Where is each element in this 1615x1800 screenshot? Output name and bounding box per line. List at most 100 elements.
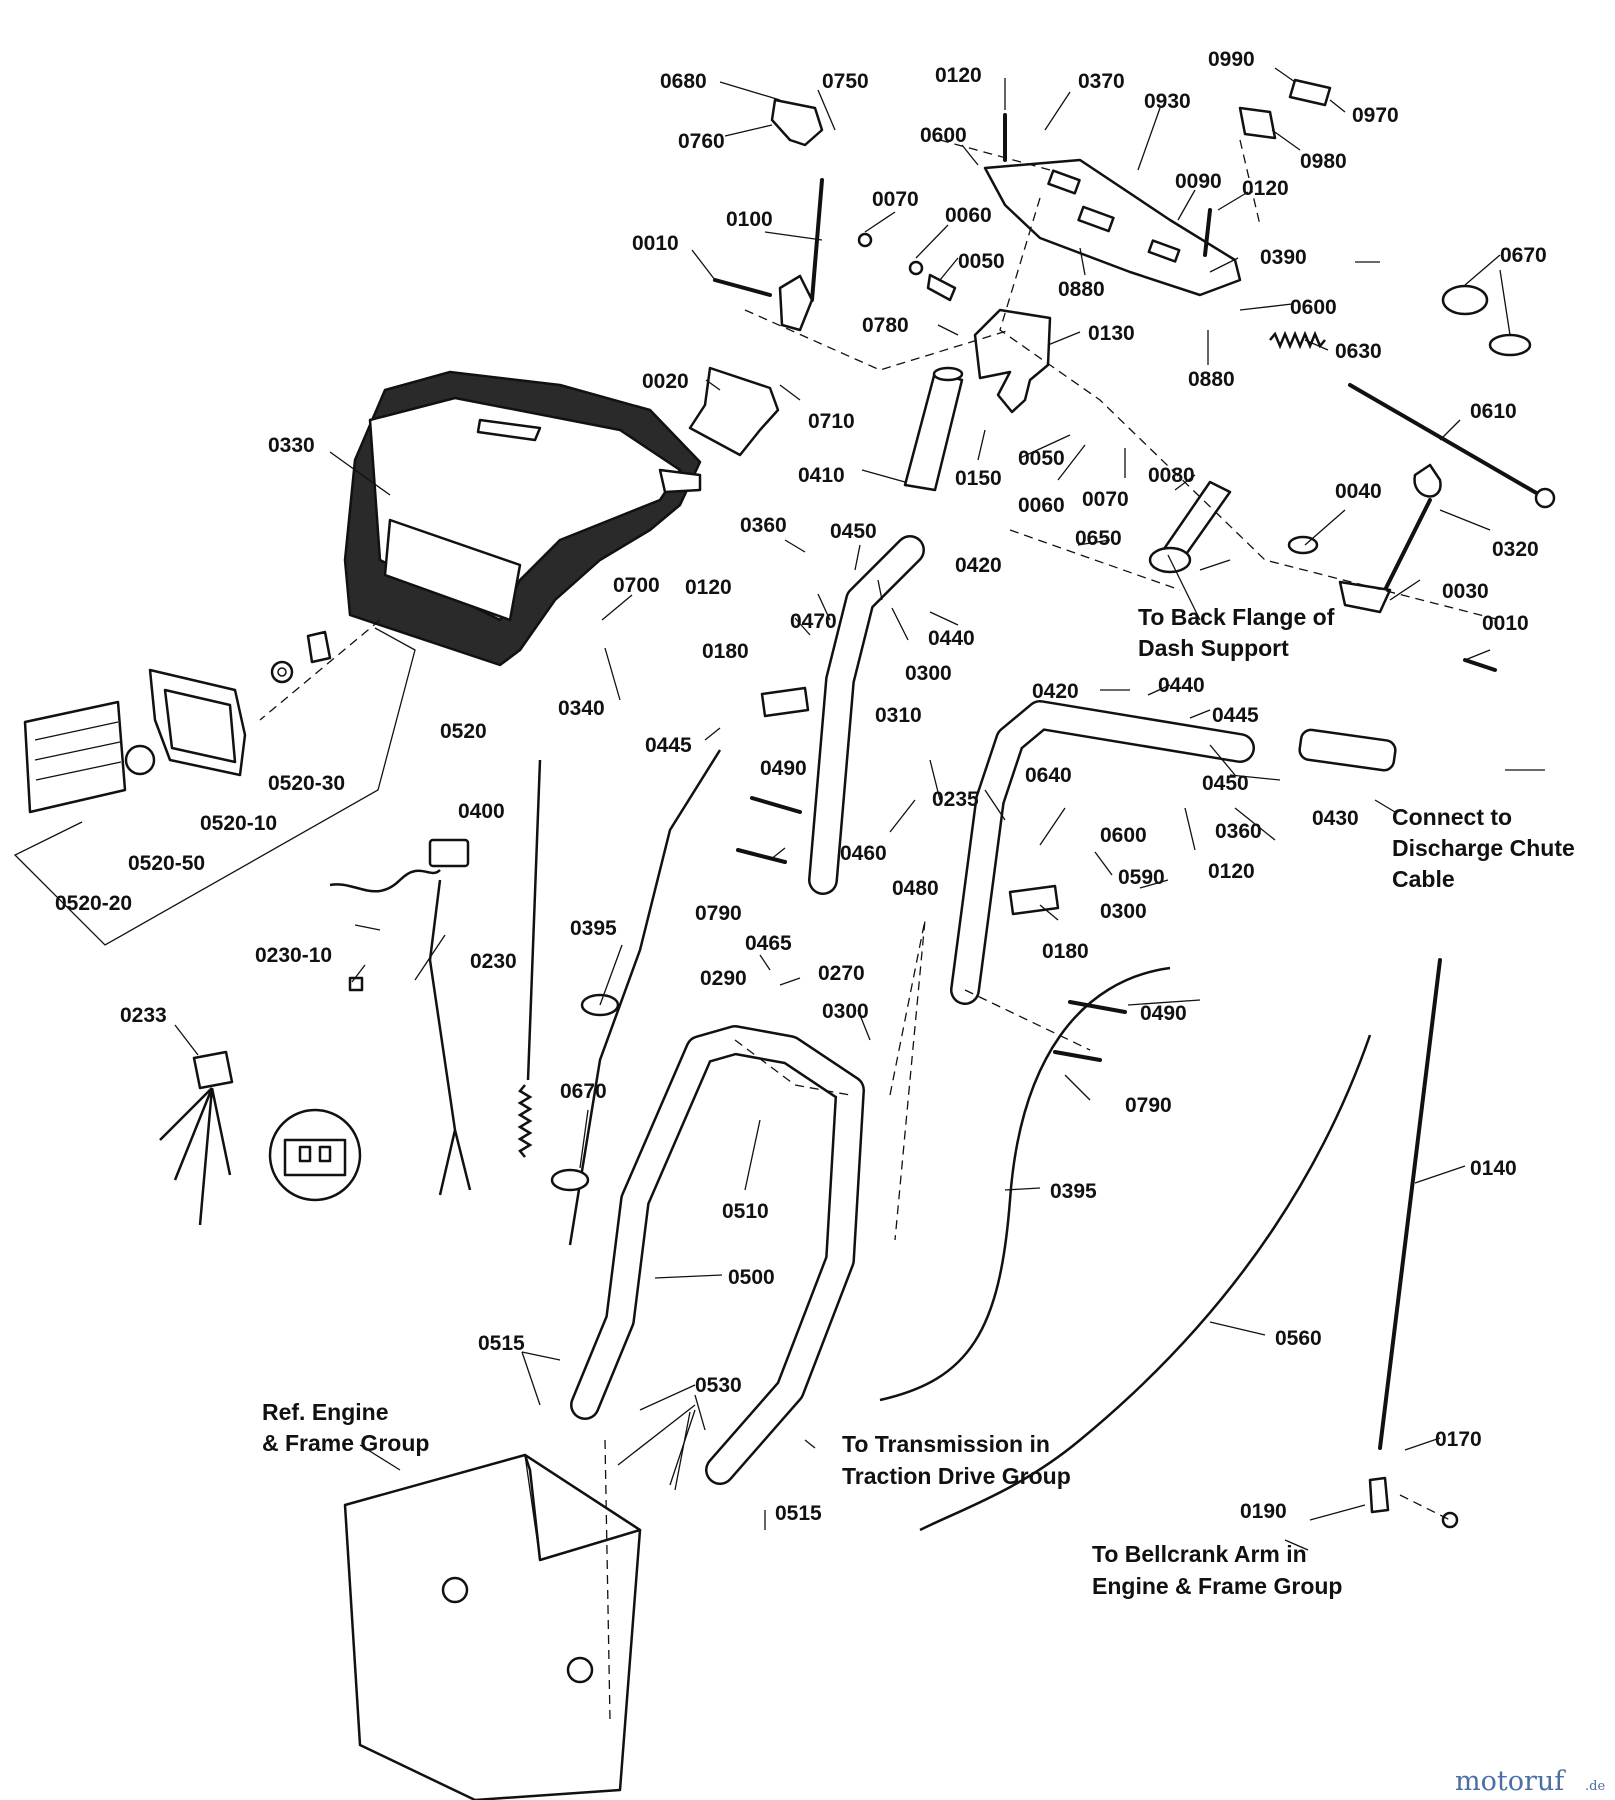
part-label-0390: 0390 xyxy=(1260,246,1307,269)
assembly-line-c xyxy=(939,139,1051,171)
part-label-0640: 0640 xyxy=(1025,764,1072,787)
part-label-0060: 0060 xyxy=(945,204,992,227)
part-label-0520: 0520 xyxy=(440,720,487,743)
part-label-0590: 0590 xyxy=(1118,866,1165,889)
part-label-0360: 0360 xyxy=(740,514,787,537)
part-label-0395: 0395 xyxy=(570,917,617,940)
part-label-0340: 0340 xyxy=(558,697,605,720)
part-label-0070: 0070 xyxy=(1082,488,1129,511)
part-label-0060: 0060 xyxy=(1018,494,1065,517)
part-label-0880: 0880 xyxy=(1058,278,1105,301)
part-label-0420: 0420 xyxy=(955,554,1002,577)
note-ref-engine-line2: & Frame Group xyxy=(262,1430,429,1456)
assembly-line-j xyxy=(1399,1494,1451,1521)
fuse-inset-shape xyxy=(268,1108,362,1202)
cable-0560-shape xyxy=(919,1034,1372,1532)
part-label-0120: 0120 xyxy=(935,64,982,87)
note-ref-engine-line1: Ref. Engine xyxy=(262,1399,389,1425)
part-labels: 0680 0750 0760 0120 0370 0990 0970 0930 … xyxy=(55,48,1547,1525)
part-label-0430: 0430 xyxy=(1312,807,1359,830)
part-label-0490: 0490 xyxy=(760,757,807,780)
assembly-line-a xyxy=(744,309,1011,371)
part-label-0235: 0235 xyxy=(932,788,979,811)
part-label-0465: 0465 xyxy=(745,932,792,955)
part-label-0230: 0230 xyxy=(470,950,517,973)
headlight-shape xyxy=(23,630,332,814)
part-label-0520-50: 0520-50 xyxy=(128,852,205,875)
part-label-0980: 0980 xyxy=(1300,150,1347,173)
part-label-0330: 0330 xyxy=(268,434,315,457)
upper-handle-left-shape xyxy=(808,535,925,895)
bolt-0490b-shape xyxy=(1068,1000,1127,1014)
part-label-0290: 0290 xyxy=(700,967,747,990)
spring-0630-shape xyxy=(1269,330,1326,350)
part-label-0520-20: 0520-20 xyxy=(55,892,132,915)
assembly-line-b xyxy=(999,197,1501,621)
dash-support-shape xyxy=(983,113,1242,297)
part-label-0050: 0050 xyxy=(1018,447,1065,470)
switch-0970-shape xyxy=(1288,78,1332,107)
pivot-0680-shape xyxy=(770,98,824,147)
part-label-0360: 0360 xyxy=(1215,820,1262,843)
part-label-0370: 0370 xyxy=(1078,70,1125,93)
leader-lines xyxy=(174,67,1545,1551)
part-label-0450: 0450 xyxy=(830,520,877,543)
note-transmission-line2: Traction Drive Group xyxy=(842,1463,1071,1489)
part-label-0010: 0010 xyxy=(1482,612,1529,635)
part-label-0990: 0990 xyxy=(1208,48,1255,71)
watermark-text: motoruf xyxy=(1455,1766,1566,1797)
part-label-0150: 0150 xyxy=(955,467,1002,490)
part-label-0445: 0445 xyxy=(645,734,692,757)
clip-0180a-shape xyxy=(760,686,810,718)
part-label-0120: 0120 xyxy=(685,576,732,599)
cable-tie-0670d-shape xyxy=(550,1168,590,1192)
part-label-0270: 0270 xyxy=(818,962,865,985)
part-label-0420: 0420 xyxy=(1032,680,1079,703)
watermark: motoruf .de xyxy=(1455,1766,1605,1797)
part-label-0760: 0760 xyxy=(678,130,725,153)
bracket-0130-shape xyxy=(973,308,1052,414)
note-discharge-line2: Discharge Chute xyxy=(1392,835,1575,861)
bracket-0980-shape xyxy=(1238,106,1277,140)
cable-tie-0670b-shape xyxy=(1488,333,1532,357)
grip-0430-shape xyxy=(1298,728,1397,772)
part-label-0500: 0500 xyxy=(728,1266,775,1289)
shift-cup-shape xyxy=(903,370,964,492)
part-label-0190: 0190 xyxy=(1240,1500,1287,1523)
part-label-0510: 0510 xyxy=(722,1200,769,1223)
part-label-0530: 0530 xyxy=(695,1374,742,1397)
part-label-0300: 0300 xyxy=(822,1000,869,1023)
part-label-0230-10: 0230-10 xyxy=(255,944,332,967)
part-label-0515: 0515 xyxy=(478,1332,525,1355)
part-label-0490: 0490 xyxy=(1140,1002,1187,1025)
bolt-0790a-shape xyxy=(736,848,787,864)
part-label-0750: 0750 xyxy=(822,70,869,93)
part-label-0445: 0445 xyxy=(1212,704,1259,727)
part-label-0560: 0560 xyxy=(1275,1327,1322,1350)
wire-harness-shape xyxy=(329,838,472,1196)
part-label-0780: 0780 xyxy=(862,314,909,337)
part-label-0440: 0440 xyxy=(928,627,975,650)
part-label-0120: 0120 xyxy=(1242,177,1289,200)
dash-panel-shape xyxy=(343,370,702,667)
part-label-0070: 0070 xyxy=(872,188,919,211)
assembly-line-k xyxy=(734,1039,851,1096)
bracket-0020-shape xyxy=(688,366,780,457)
part-label-0010: 0010 xyxy=(632,232,679,255)
note-bellcrank-line2: Engine & Frame Group xyxy=(1092,1573,1342,1599)
part-label-0710: 0710 xyxy=(808,410,855,433)
part-label-0515: 0515 xyxy=(775,1502,822,1525)
part-label-0700: 0700 xyxy=(613,574,660,597)
engine-frame-shape xyxy=(343,1453,642,1800)
part-label-0090: 0090 xyxy=(1175,170,1222,193)
part-label-0030: 0030 xyxy=(1442,580,1489,603)
rod-0610-shape xyxy=(1348,383,1547,500)
spring-0400-shape xyxy=(517,1084,533,1158)
part-label-0040: 0040 xyxy=(1335,480,1382,503)
bolt-0490a-shape xyxy=(750,796,802,814)
chute-crank-shape xyxy=(1287,463,1497,672)
note-back-flange-line2: Dash Support xyxy=(1138,635,1289,661)
assembly-line-h xyxy=(964,989,1091,1051)
part-label-0600: 0600 xyxy=(920,124,967,147)
